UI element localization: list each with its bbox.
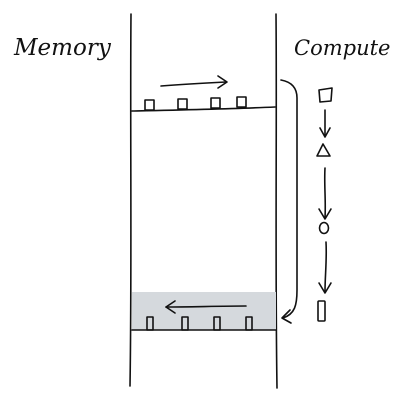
write-arrow — [165, 300, 247, 314]
memory-cell — [213, 316, 221, 331]
dataflow-bracket-arrow — [280, 79, 298, 324]
circle-icon — [318, 221, 330, 235]
triangle-icon — [316, 143, 331, 157]
memory-left-wall — [129, 13, 132, 387]
memory-cell — [181, 316, 189, 331]
memory-cell — [210, 97, 221, 109]
memory-right-wall — [275, 13, 278, 389]
compute-label: Compute — [294, 36, 390, 60]
memory-label: Memory — [13, 35, 112, 61]
square-icon — [318, 87, 333, 103]
compute-pipeline — [316, 87, 333, 322]
memory-row-top — [131, 96, 276, 112]
memory-cell — [146, 316, 154, 331]
memory-cell — [245, 316, 253, 331]
memory-cell — [236, 96, 247, 108]
down-arrow-icon — [324, 241, 328, 293]
down-arrow-icon — [323, 167, 327, 219]
memory-cell — [144, 99, 155, 111]
read-arrow — [160, 75, 228, 89]
bar-icon — [317, 300, 326, 322]
memory-row-bottom — [131, 316, 277, 331]
memory-cell — [177, 98, 188, 110]
